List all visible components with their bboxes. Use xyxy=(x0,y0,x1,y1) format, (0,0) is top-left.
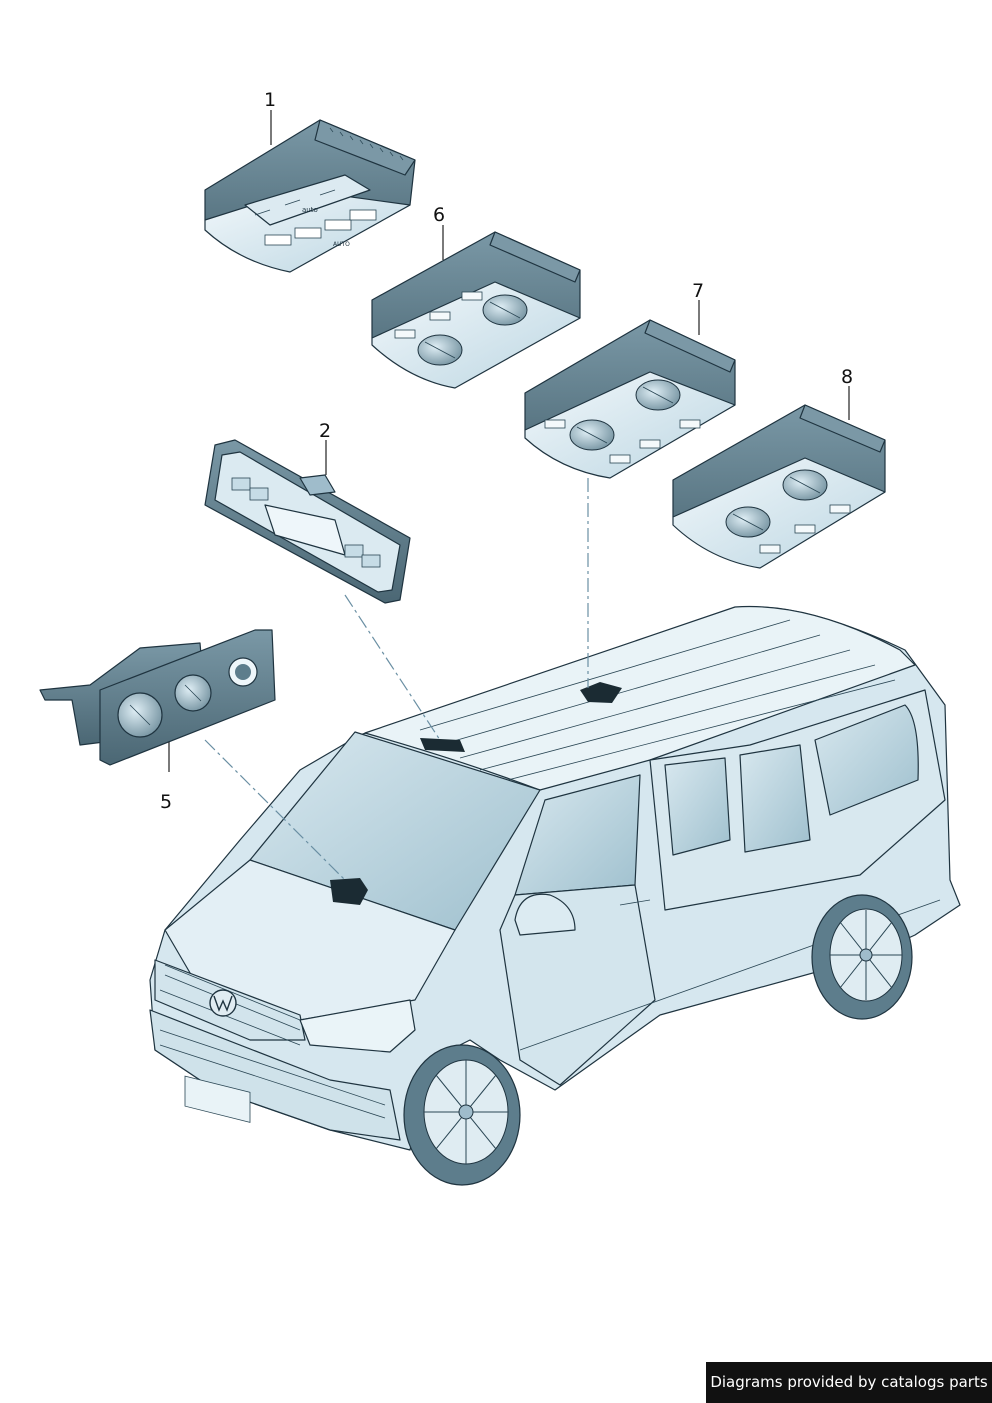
part-5-heater-control-panel[interactable] xyxy=(39,629,276,766)
part-2-switch-module[interactable] xyxy=(204,439,411,604)
part-1-climatronic-control-unit[interactable]: auto AUTO xyxy=(204,119,416,273)
roof-ribs xyxy=(419,619,896,783)
callout-leaders xyxy=(168,110,850,772)
callout-7: 7 xyxy=(692,280,704,302)
part-6-climate-control-panel[interactable] xyxy=(371,231,581,389)
callout-1: 1 xyxy=(264,89,276,111)
part-1-auto-label: auto xyxy=(302,206,318,214)
vw-logo xyxy=(209,989,237,1017)
location-marker-dashboard xyxy=(330,878,368,905)
part-1-auto-button-label: AUTO xyxy=(333,241,350,248)
van-illustration xyxy=(149,605,961,1186)
part-8-climate-control-panel[interactable] xyxy=(672,404,886,569)
front-wheel xyxy=(403,1044,521,1186)
callout-6: 6 xyxy=(433,204,445,226)
location-lines xyxy=(204,478,589,881)
bumper-grille xyxy=(159,1029,386,1123)
rear-wheel xyxy=(811,894,913,1020)
location-marker-front-roof xyxy=(420,738,465,752)
location-marker-rear-roof xyxy=(580,682,622,703)
callout-8: 8 xyxy=(841,366,853,388)
callout-2: 2 xyxy=(319,420,331,442)
part-7-climate-control-panel[interactable] xyxy=(524,319,736,479)
callout-5: 5 xyxy=(160,791,172,813)
credit-banner: Diagrams provided by catalogs parts xyxy=(706,1362,992,1403)
